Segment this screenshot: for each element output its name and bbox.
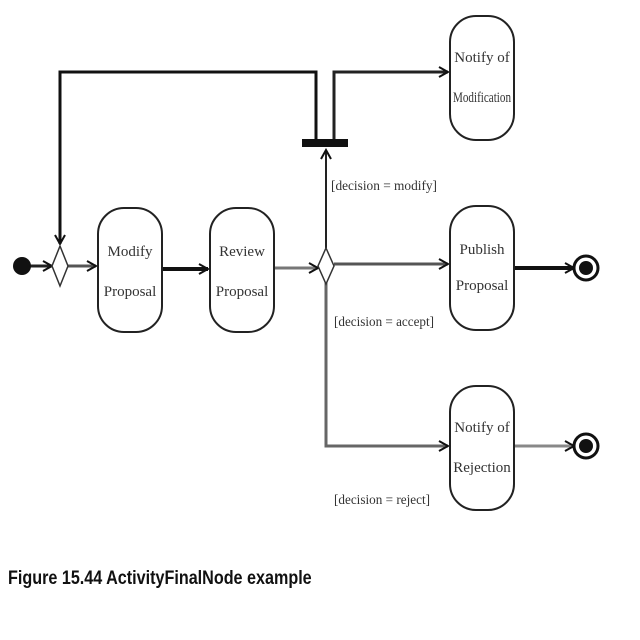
node-label: Notify of (454, 50, 509, 66)
action-notify-of-rejection: Notify of Rejection (449, 385, 515, 511)
action-modify-proposal: Modify Proposal (97, 207, 163, 333)
guard-modify: [decision = modify] (331, 179, 437, 194)
node-label: Review (219, 244, 265, 260)
guard-reject: [decision = reject] (334, 493, 430, 508)
edge-decision-to-notify-rejection (324, 282, 448, 446)
action-review-proposal: Review Proposal (209, 207, 275, 333)
activity-final-node-publish (572, 254, 600, 282)
decision-node (317, 246, 335, 286)
edge-fork-loop-to-merge (60, 70, 318, 244)
node-label: Rejection (453, 460, 511, 476)
edge-fork-to-notify-modification (332, 72, 448, 140)
node-label: Notify of (454, 420, 509, 436)
node-label: Proposal (216, 284, 269, 300)
activity-final-node-rejection (572, 432, 600, 460)
action-publish-proposal: Publish Proposal (449, 205, 515, 331)
guard-accept: [decision = accept] (334, 315, 434, 330)
node-label: Modification (453, 90, 511, 106)
fork-bar (302, 139, 348, 147)
initial-node (13, 257, 31, 275)
figure-caption: Figure 15.44 ActivityFinalNode example (8, 568, 312, 589)
merge-node (51, 243, 69, 289)
node-label: Proposal (104, 284, 157, 300)
node-label: Proposal (456, 278, 509, 294)
action-notify-of-modification: Notify of Modification (449, 15, 515, 141)
node-label: Modify (108, 244, 154, 260)
node-label: Publish (459, 242, 505, 258)
